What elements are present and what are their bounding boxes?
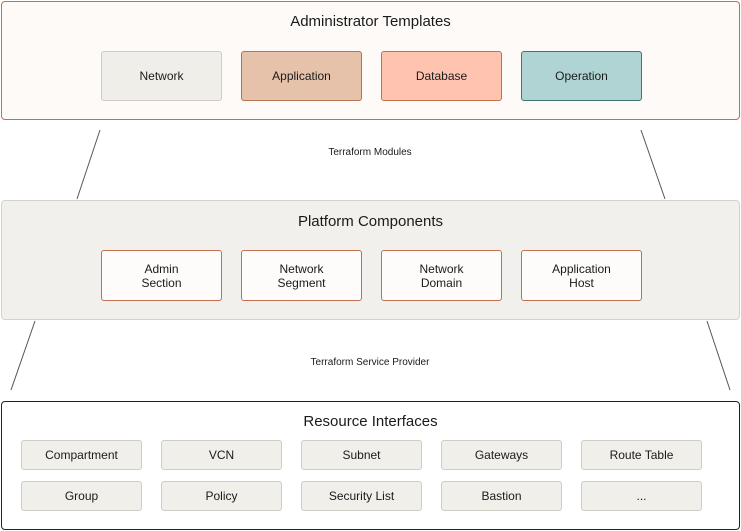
resource-interfaces-layer: Resource Interfaces Compartment VCN Subn… [1,401,740,530]
resource-compartment: Compartment [21,440,142,470]
template-operation: Operation [521,51,642,101]
connector-line [76,129,101,200]
terraform-modules-label: Terraform Modules [328,147,412,158]
connector-line [640,129,666,200]
layer-title: Platform Components [297,213,444,230]
platform-components-layer: Platform Components Admin Section Networ… [1,200,740,320]
layer-title: Resource Interfaces [303,413,438,430]
connector-line [10,320,36,391]
template-database: Database [381,51,502,101]
resource-route-table: Route Table [581,440,702,470]
resource-vcn: VCN [161,440,282,470]
template-application: Application [241,51,362,101]
resource-policy: Policy [161,481,282,511]
component-application-host: Application Host [521,250,642,301]
component-admin-section: Admin Section [101,250,222,301]
admin-templates-layer: Administrator Templates Network Applicat… [1,1,740,120]
resource-more: ... [581,481,702,511]
resource-bastion: Bastion [441,481,562,511]
connector-line [706,320,731,391]
component-network-segment: Network Segment [241,250,362,301]
template-network: Network [101,51,222,101]
resource-gateways: Gateways [441,440,562,470]
component-network-domain: Network Domain [381,250,502,301]
resource-subnet: Subnet [301,440,422,470]
resource-group: Group [21,481,142,511]
resource-security-list: Security List [301,481,422,511]
layer-title: Administrator Templates [290,13,451,30]
terraform-service-provider-label: Terraform Service Provider [310,357,430,368]
